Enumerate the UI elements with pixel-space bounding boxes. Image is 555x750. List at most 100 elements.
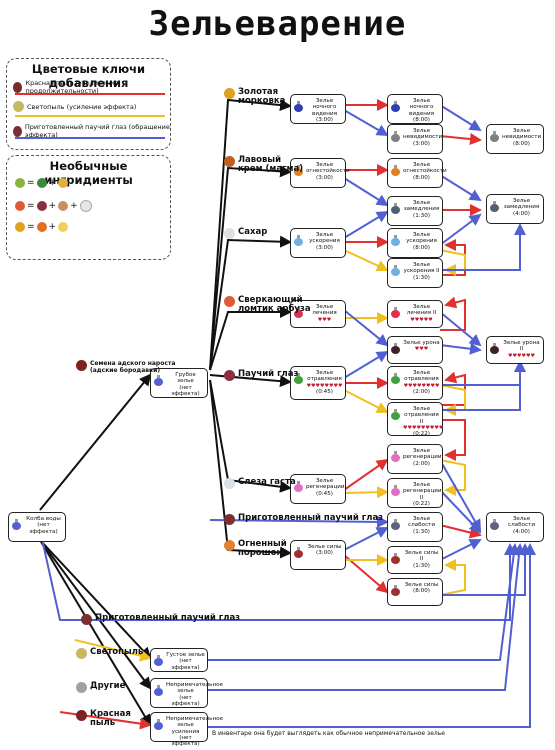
potion-bottle-icon — [391, 165, 400, 176]
potion-bottle-icon — [294, 481, 303, 492]
potion-box-awkward: Грубое зелье(нет эффекта) — [150, 368, 208, 398]
ingredient-icon — [224, 88, 235, 99]
potion-text: (8:00) — [413, 116, 430, 123]
potion-text: ♥♥♥♥♥ — [410, 316, 433, 323]
potion-text: видения — [409, 110, 434, 117]
melon-icon — [15, 178, 25, 188]
potion-text: (0:45) — [316, 388, 333, 395]
potion-bottle-icon — [294, 547, 303, 558]
potion-text: ускорения — [406, 238, 437, 245]
ingredient-icon — [76, 648, 87, 659]
potion-bottle-icon — [391, 307, 400, 318]
potion-text: (8:00) — [413, 244, 430, 251]
potion-text: Зелье — [315, 162, 334, 168]
key-line-blue — [15, 137, 165, 139]
potion-box-st2: Зелье силы II(1:30) — [387, 546, 443, 574]
ingredient-icon — [224, 296, 235, 307]
potion-text: (4:00) — [513, 210, 530, 217]
potion-bottle-icon — [391, 265, 400, 276]
ingredient-label: пыль — [90, 718, 116, 728]
potion-bottle-icon — [154, 655, 163, 666]
potion-box-ha1: Зелье урона♥♥♥ — [387, 336, 443, 364]
potion-text: ♥♥♥♥♥♥ — [508, 352, 535, 359]
potion-text: (нет эффекта) — [29, 522, 58, 535]
potion-bottle-icon — [154, 685, 163, 696]
potion-text: видения — [312, 110, 337, 117]
page-title: Зельеварение — [148, 4, 407, 44]
potion-text: (2:00) — [413, 388, 430, 395]
potion-box-water: Колба воды(нет эффекта) — [8, 512, 66, 542]
potion-text: (1:30) — [413, 212, 430, 219]
key-glowstone: Светопыль (усиление эффекта) — [13, 101, 136, 112]
potion-text: ♥♥♥♥♥♥♥♥ — [403, 382, 440, 389]
potion-bottle-icon — [12, 519, 21, 530]
potion-bottle-icon — [490, 131, 499, 142]
potion-text: (3:00) — [316, 244, 333, 251]
color-keys-title: Цветовые ключи добавления — [31, 62, 146, 90]
key-line-yellow — [15, 115, 165, 117]
potion-text: (1:30) — [413, 528, 430, 535]
ingredient-icon — [76, 710, 87, 721]
potion-text: зелье усиления — [171, 722, 200, 735]
ingredient-icon — [224, 156, 235, 167]
ingredient-ghast: Слеза гаста — [224, 477, 296, 489]
potion-text: Зелье — [412, 162, 431, 168]
ingredient-label: Другие — [90, 681, 126, 691]
potion-bottle-icon — [294, 165, 303, 176]
potion-text: замедления — [503, 204, 540, 211]
ingredient-icon — [76, 682, 87, 693]
ingredient-icon — [224, 370, 235, 381]
potion-box-po1: Зелье отравления♥♥♥♥♥♥♥♥(0:45) — [290, 366, 346, 400]
potion-text: (2:00) — [413, 460, 430, 467]
ingredient-wart: Семена адского нароста(адские бородавки) — [76, 360, 176, 374]
golden-carrot-icon — [15, 222, 25, 232]
ingredient-icon — [76, 360, 87, 371]
potion-bottle-icon — [154, 375, 163, 386]
potion-text: зелье — [177, 688, 194, 695]
potion-text: (нет эффекта) — [171, 694, 200, 707]
potion-text: Зелье урона II — [503, 340, 540, 353]
potion-text: Зелье лечения II — [406, 304, 437, 317]
potion-text: ♥♥♥♥♥♥♥♥ — [306, 382, 343, 389]
potion-text: (0:22) — [413, 500, 430, 507]
ingredient-icon — [224, 514, 235, 525]
gold-nugget-icon — [58, 222, 69, 232]
potion-bottle-icon — [490, 343, 499, 354]
potion-text: (нет эффекта) — [171, 734, 200, 748]
ingredient-glow: Светопыль — [76, 648, 143, 659]
redstone-icon — [13, 81, 23, 93]
potion-text: ускорения II — [403, 268, 440, 275]
key-line-red — [15, 93, 165, 95]
ingredient-fermented2: Приготовленный паучий глаз — [81, 614, 240, 625]
ingredient-label: крем (магма) — [238, 164, 304, 174]
potion-text: Зелье силы — [307, 544, 342, 550]
potion-bottle-icon — [391, 485, 400, 496]
potion-text: огнестойкости — [306, 168, 350, 175]
potion-text: Зелье — [315, 232, 334, 238]
potion-bottle-icon — [154, 719, 163, 730]
potion-text: Зелье — [512, 198, 531, 204]
ingredient-label: Слеза гаста — [238, 477, 296, 487]
gold-nugget-icon — [58, 178, 69, 188]
ingredient-other: Другие — [76, 681, 126, 693]
potion-bottle-icon — [294, 373, 303, 384]
potion-bottle-icon — [391, 131, 400, 142]
ingredient-label: Сахар — [238, 227, 268, 237]
ingredient-label: Паучий глаз — [238, 369, 299, 379]
ingredient-label: Семена адского нароста — [90, 360, 176, 367]
ingredient-label: морковка — [238, 96, 286, 106]
potion-box-po2: Зелье отравления♥♥♥♥♥♥♥♥(2:00) — [387, 366, 443, 400]
potion-text: Зелье — [412, 482, 431, 488]
potion-text: ♥♥♥ — [317, 316, 332, 323]
